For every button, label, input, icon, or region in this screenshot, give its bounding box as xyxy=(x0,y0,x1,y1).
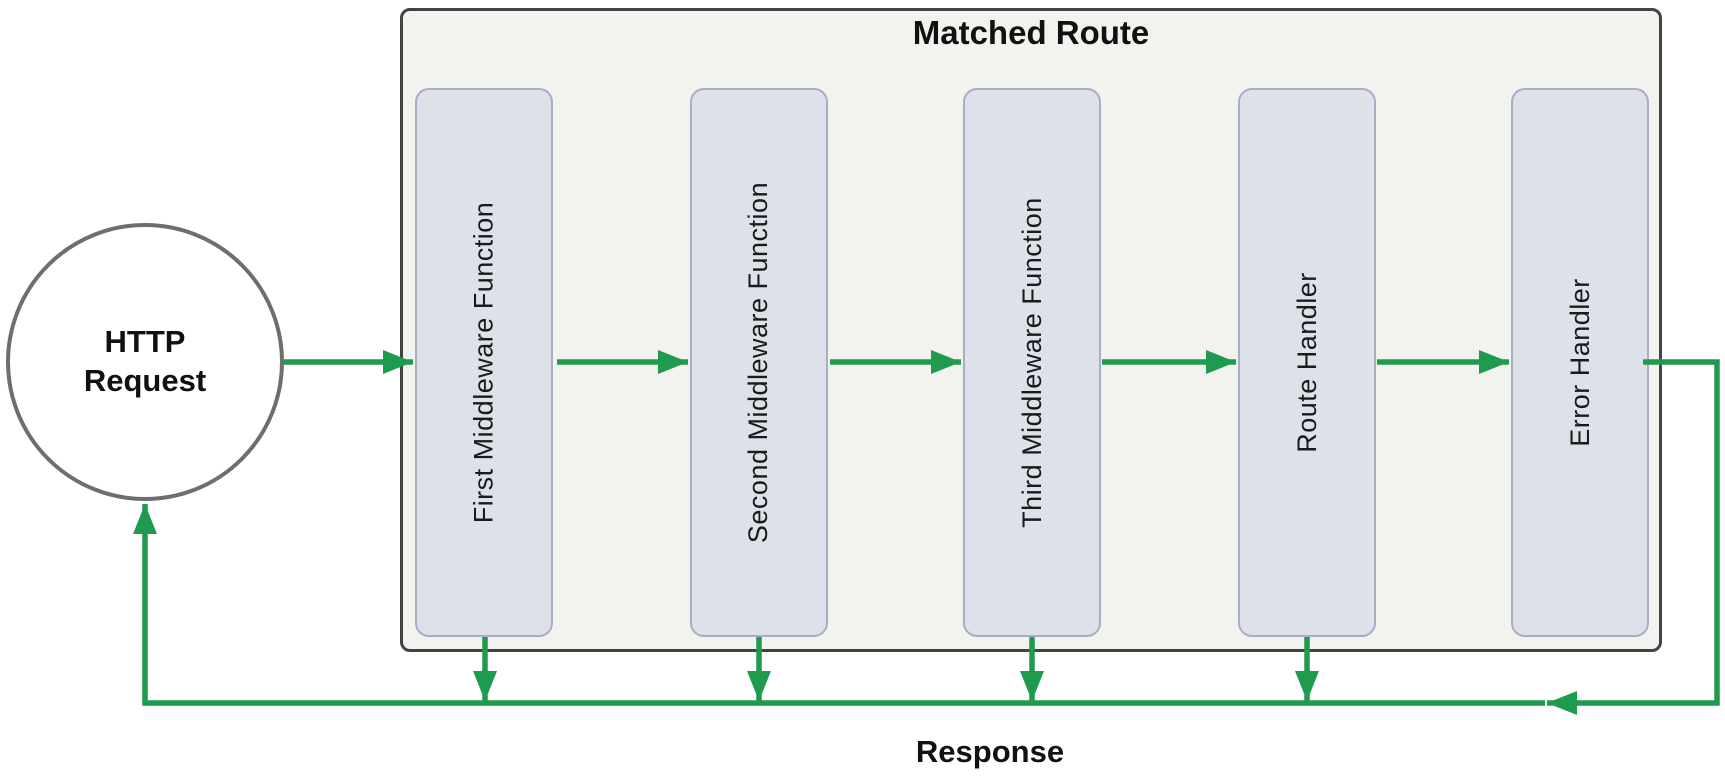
node-third-middleware: Third Middleware Function xyxy=(963,88,1101,637)
node-error-handler-label: Error Handler xyxy=(1564,278,1595,447)
node-second-middleware: Second Middleware Function xyxy=(690,88,828,637)
node-third-middleware-label: Third Middleware Function xyxy=(1016,197,1047,528)
http-request-node: HTTP Request xyxy=(6,223,284,501)
node-error-handler: Error Handler xyxy=(1511,88,1649,637)
http-request-label: HTTP Request xyxy=(83,324,207,398)
response-label: Response xyxy=(915,734,1065,769)
node-route-handler: Route Handler xyxy=(1238,88,1376,637)
node-route-handler-label: Route Handler xyxy=(1291,272,1322,453)
node-first-middleware-label: First Middleware Function xyxy=(468,201,499,524)
matched-route-title: Matched Route xyxy=(912,14,1150,51)
node-second-middleware-label: Second Middleware Function xyxy=(743,181,774,544)
node-first-middleware: First Middleware Function xyxy=(415,88,553,637)
